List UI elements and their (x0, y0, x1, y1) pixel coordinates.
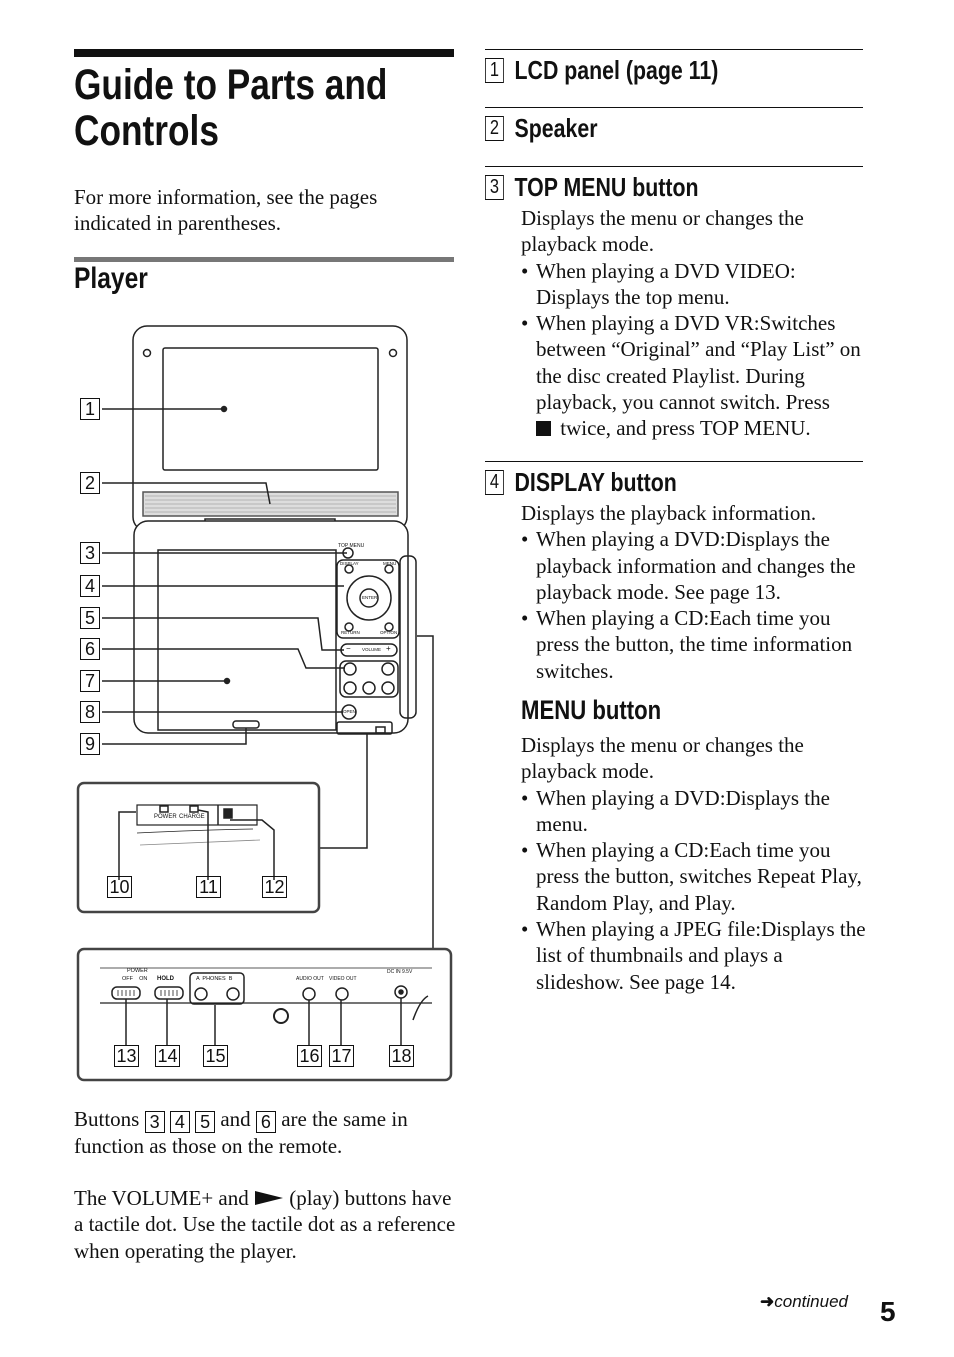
callout-12: 12 (262, 876, 287, 898)
section-1-rule (485, 49, 863, 50)
callout-3: 3 (80, 542, 100, 564)
label-enter: ENTER (362, 595, 378, 600)
label-return: RETURN (341, 630, 360, 635)
page-number: 5 (880, 1296, 896, 1327)
callout-11: 11 (196, 876, 221, 898)
callout-6: 6 (80, 638, 100, 660)
title-rule (74, 49, 454, 57)
section-4-body: Displays the playback information. When … (521, 500, 866, 684)
callout-9: 9 (80, 733, 100, 755)
page-title: Guide to Parts and Controls (74, 61, 388, 155)
arrow-right-icon: ➜ (760, 1292, 775, 1311)
callout-14: 14 (155, 1045, 180, 1067)
menu-button-body: Displays the menu or changes the playbac… (521, 732, 866, 995)
play-icon (255, 1191, 284, 1205)
callout-15: 15 (203, 1045, 228, 1067)
menu-button-heading: MENU button (521, 695, 662, 725)
label-power-switch: POWER (127, 968, 148, 974)
section-3-rule (485, 166, 863, 167)
note-same-function: Buttons 3 4 5 and 6 are the same in func… (74, 1107, 408, 1158)
label-dc-in: DC IN 9.5V (387, 969, 413, 975)
label-option: OPTION (380, 630, 398, 635)
section-1-heading: 1 LCD panel (page 11) (485, 55, 718, 86)
callout-5: 5 (80, 607, 100, 629)
section-4-rule (485, 461, 863, 462)
label-power-led: POWER (154, 814, 177, 820)
label-audio-out: AUDIO OUT (296, 976, 324, 982)
stop-icon (536, 421, 551, 437)
section-2-rule (485, 107, 863, 108)
callout-16: 16 (297, 1045, 322, 1067)
label-volume: VOLUME (362, 647, 382, 652)
label-video-out: VIDEO OUT (329, 976, 357, 982)
continued-marker: ➜continued (760, 1292, 848, 1311)
label-vol-plus: + (386, 644, 391, 653)
section-3-bullet-2: When playing a DVD VR:Switches between “… (521, 310, 866, 441)
note-tactile-dot: The VOLUME+ and (play) buttons have a ta… (74, 1186, 456, 1263)
callout-17: 17 (329, 1045, 354, 1067)
section-4-heading: 4 DISPLAY button (485, 467, 677, 498)
label-top-menu: TOP MENU (338, 543, 365, 549)
callout-4: 4 (80, 575, 100, 597)
callout-10: 10 (107, 876, 132, 898)
player-rule (74, 257, 454, 262)
callout-1: 1 (80, 398, 100, 420)
label-off-on: OFF ON (122, 976, 148, 982)
intro-text: For more information, see the pages indi… (74, 185, 378, 235)
callout-2: 2 (80, 472, 100, 494)
label-menu: MENU (383, 561, 397, 566)
section-3-heading: 3 TOP MENU button (485, 172, 698, 203)
label-phones: A PHONES B (196, 976, 233, 982)
label-hold: HOLD (157, 976, 174, 982)
label-vol-minus: − (346, 644, 351, 653)
label-charge-led: CHARGE (179, 814, 205, 820)
callout-18: 18 (389, 1045, 414, 1067)
label-display: DISPLAY (340, 561, 359, 566)
callout-13: 13 (114, 1045, 139, 1067)
section-2-heading: 2 Speaker (485, 113, 597, 144)
callout-8: 8 (80, 701, 100, 723)
section-3-body: Displays the menu or changes the playbac… (521, 205, 866, 442)
callout-7: 7 (80, 670, 100, 692)
label-open: OPEN (343, 709, 356, 714)
player-heading: Player (74, 262, 148, 295)
